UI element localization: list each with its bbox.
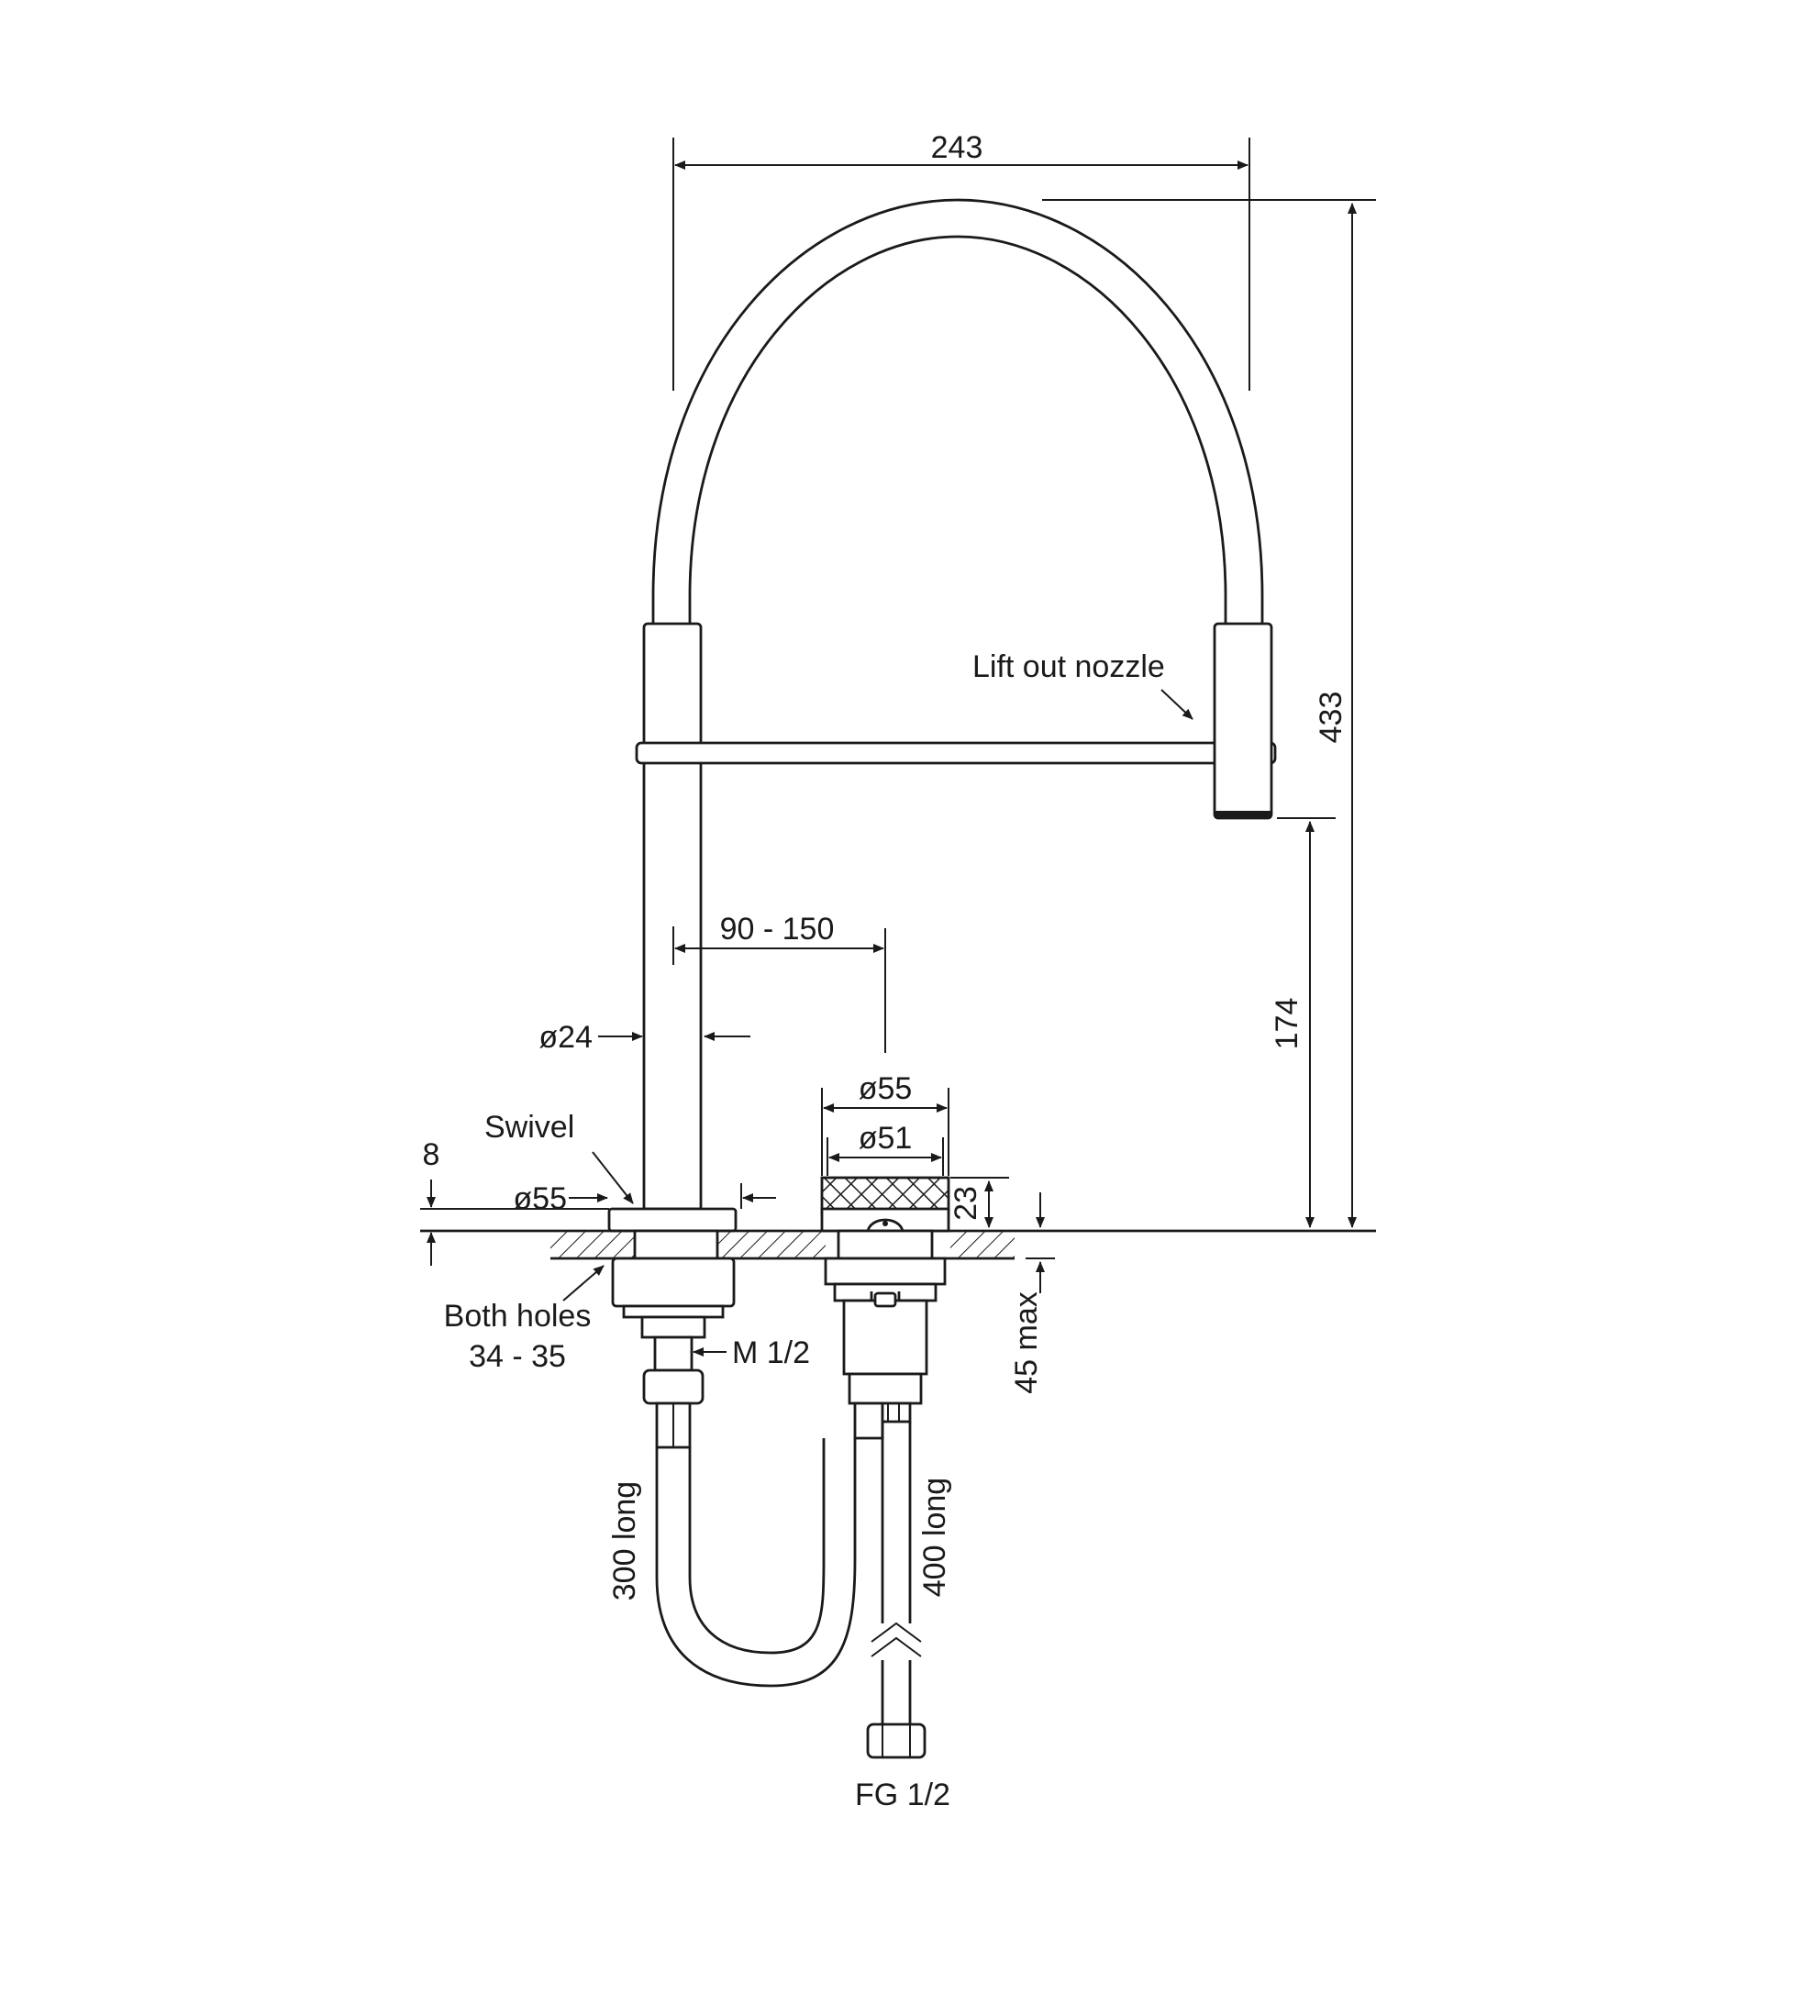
hose-400-text: 400 long — [917, 1478, 952, 1597]
swivel-ring — [607, 1207, 738, 1233]
dim-90-150-text: 90 - 150 — [720, 912, 835, 947]
hose-300-text: 300 long — [607, 1481, 642, 1601]
dim-dia55-base-text: ø55 — [513, 1181, 567, 1216]
dimension-174: 174 — [1270, 817, 1336, 1228]
label-both-holes: Both holes 34 - 35 — [444, 1265, 605, 1374]
dimension-90-150: 90 - 150 — [672, 912, 886, 1053]
dimension-8: 8 — [420, 1137, 609, 1266]
dim-dia24-text: ø24 — [538, 1020, 593, 1055]
dimension-dia55-base: ø55 — [513, 1181, 776, 1216]
dim-dia55-handle-text: ø55 — [859, 1071, 913, 1106]
faucet-body — [607, 198, 1277, 1233]
dim-23-text: 23 — [949, 1186, 983, 1221]
lift-out-nozzle — [1213, 622, 1273, 820]
label-swivel: Swivel — [484, 1110, 634, 1204]
handle-valve — [820, 1176, 950, 1440]
dim-243-text: 243 — [931, 130, 983, 165]
mounting-nut — [611, 1257, 736, 1308]
both-holes-line1: Both holes — [444, 1299, 592, 1334]
spout-arc-outer — [651, 198, 1264, 624]
column-upper — [642, 622, 703, 747]
dimension-243: 243 — [672, 130, 1250, 391]
dimension-dia24: ø24 — [538, 1020, 750, 1055]
countertop-hatch-right — [950, 1231, 1015, 1258]
dim-433-text: 433 — [1314, 692, 1348, 744]
connecting-rail — [635, 741, 1277, 765]
fg-half-text: FG 1/2 — [855, 1778, 950, 1812]
label-m-half: M 1/2 — [693, 1335, 810, 1370]
faucet-mounting — [611, 1229, 736, 1449]
dimension-23: 23 — [949, 1177, 1009, 1228]
hose-400 — [866, 1422, 927, 1759]
dimension-433: 433 — [1042, 199, 1376, 1228]
column-lower — [642, 759, 703, 1211]
dim-dia51-handle-text: ø51 — [859, 1121, 913, 1156]
hose-nut-300 — [642, 1368, 705, 1405]
dimension-dia51-handle: ø51 — [827, 1121, 944, 1176]
dim-45-max-text: 45 max — [1009, 1291, 1044, 1394]
m-half-text: M 1/2 — [732, 1335, 810, 1370]
countertop-hatch-left — [550, 1231, 635, 1258]
dim-8-text: 8 — [423, 1137, 440, 1172]
label-lift-out-nozzle: Lift out nozzle — [972, 649, 1193, 720]
dimension-45-max: 45 max — [1009, 1192, 1055, 1394]
spout-arc-inner — [688, 235, 1227, 624]
swivel-text: Swivel — [484, 1110, 574, 1145]
both-holes-line2: 34 - 35 — [469, 1339, 566, 1374]
lift-out-nozzle-text: Lift out nozzle — [972, 649, 1165, 684]
dim-174-text: 174 — [1270, 998, 1304, 1050]
fg-connector-nut — [866, 1722, 927, 1759]
nozzle-tip — [1215, 811, 1271, 818]
dimension-dia55-handle: ø55 — [821, 1071, 949, 1176]
hose-300 — [655, 1438, 857, 1688]
countertop-hatch-mid — [714, 1231, 826, 1258]
